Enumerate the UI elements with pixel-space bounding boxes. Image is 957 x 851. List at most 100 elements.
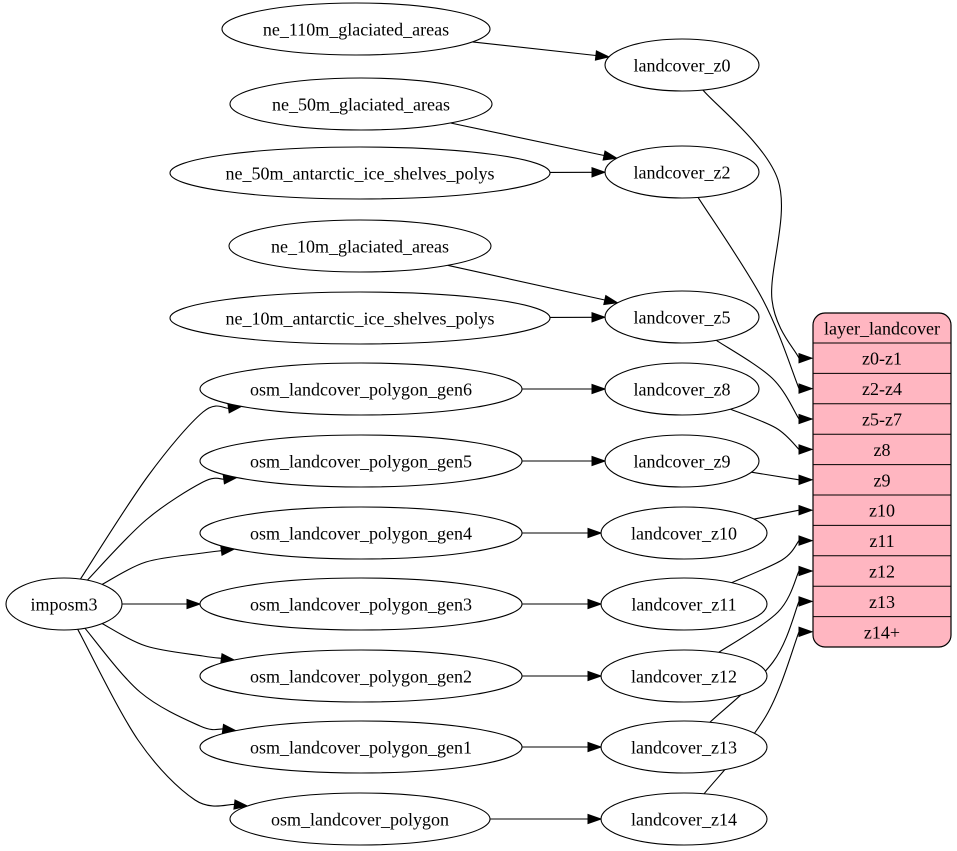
node-landcover_z5-label: landcover_z5 — [634, 308, 731, 328]
node-imposm3-shape — [5, 577, 123, 631]
node-ne_110m_glaciated_areas: ne_110m_glaciated_areas — [221, 2, 491, 56]
node-osm_landcover_polygon_gen6-shape — [199, 362, 523, 416]
arrowhead-icon — [587, 598, 603, 610]
node-osm_landcover_polygon_gen1-shape — [199, 720, 523, 774]
record-node-layer: layer_landcoverz0-z1z2-z4z5-z7z8z9z10z11… — [812, 312, 952, 648]
edge-line — [753, 509, 800, 520]
node-osm_landcover_polygon_gen5-shape — [199, 434, 523, 488]
node-osm_landcover_polygon_gen1: osm_landcover_polygon_gen1 — [199, 720, 523, 774]
edge-imposm3-to-osm_landcover_polygon_gen2 — [101, 623, 236, 664]
edge-landcover_z12-to-layer_landcover-z12 — [718, 565, 814, 653]
node-osm_landcover_polygon_gen2-label: osm_landcover_polygon_gen2 — [250, 667, 472, 687]
record-row-z8-label: z8 — [874, 440, 891, 460]
node-ne_10m_glaciated_areas-shape — [228, 219, 492, 273]
arrowhead-icon — [602, 150, 619, 161]
node-landcover_z10: landcover_z10 — [600, 506, 768, 560]
node-landcover_z14-label: landcover_z14 — [631, 810, 737, 830]
node-landcover_z13-shape — [600, 720, 768, 774]
arrowhead-icon — [798, 352, 814, 364]
node-landcover_z14: landcover_z14 — [600, 792, 768, 846]
node-osm_landcover_polygon_gen3-label: osm_landcover_polygon_gen3 — [250, 595, 472, 615]
edge-ne_110m_glaciated_areas-to-landcover_z0 — [472, 41, 611, 61]
edge-landcover_z5-to-layer_landcover-z5-z7 — [715, 339, 814, 425]
arrowhead-icon — [591, 455, 607, 467]
node-osm_landcover_polygon: osm_landcover_polygon — [229, 792, 491, 846]
edge-osm_landcover_polygon_gen1-to-landcover_z13 — [522, 741, 603, 753]
node-landcover_z9: landcover_z9 — [604, 434, 760, 488]
node-landcover_z8-label: landcover_z8 — [634, 380, 731, 400]
edge-ne_10m_glaciated_areas-to-landcover_z5 — [447, 264, 619, 306]
edge-landcover_z2-to-layer_landcover-z2-z4 — [697, 197, 814, 394]
nodes-layer: imposm3 ne_110m_glaciated_areas ne_50m_gla… — [5, 2, 768, 846]
record-layer_landcover-title: layer_landcover — [824, 319, 940, 339]
arrowhead-icon — [587, 813, 603, 825]
edge-line — [697, 197, 800, 389]
node-osm_landcover_polygon_gen2: osm_landcover_polygon_gen2 — [199, 649, 523, 703]
node-ne_10m_glaciated_areas-label: ne_10m_glaciated_areas — [271, 237, 449, 257]
node-ne_10m_antarctic_ice_shelves_polys: ne_10m_antarctic_ice_shelves_polys — [169, 291, 551, 345]
node-ne_50m_glaciated_areas: ne_50m_glaciated_areas — [229, 77, 493, 131]
node-landcover_z11-shape — [600, 577, 768, 631]
edge-landcover_z8-to-layer_landcover-z8 — [730, 408, 814, 455]
arrowhead-icon — [798, 626, 814, 638]
edge-imposm3-to-osm_landcover_polygon — [77, 629, 249, 810]
arrowhead-icon — [798, 565, 814, 577]
arrowhead-icon — [587, 527, 603, 539]
node-ne_50m_glaciated_areas-shape — [229, 77, 493, 131]
arrowhead-icon — [591, 311, 607, 323]
record-layer_landcover: layer_landcoverz0-z1z2-z4z5-z7z8z9z10z11… — [812, 312, 952, 648]
arrowhead-icon — [603, 294, 619, 306]
node-osm_landcover_polygon-shape — [229, 792, 491, 846]
node-osm_landcover_polygon_gen5: osm_landcover_polygon_gen5 — [199, 434, 523, 488]
node-landcover_z14-shape — [600, 792, 768, 846]
arrowhead-icon — [587, 741, 603, 753]
edge-osm_landcover_polygon_gen6-to-landcover_z8 — [522, 383, 607, 395]
arrowhead-icon — [798, 596, 814, 607]
edge-ne_50m_antarctic_ice_shelves_polys-to-landcover_z2 — [549, 166, 607, 178]
edge-osm_landcover_polygon_gen4-to-landcover_z10 — [522, 527, 603, 539]
arrowhead-icon — [798, 413, 814, 425]
record-row-z9-label: z9 — [874, 470, 891, 490]
node-landcover_z5: landcover_z5 — [604, 290, 760, 344]
record-layer_landcover-shape — [812, 312, 952, 648]
node-ne_50m_antarctic_ice_shelves_polys-shape — [169, 146, 551, 200]
node-osm_landcover_polygon_gen4: osm_landcover_polygon_gen4 — [199, 506, 523, 560]
arrowhead-icon — [798, 444, 814, 455]
edge-line — [472, 41, 596, 57]
node-landcover_z2-label: landcover_z2 — [634, 163, 731, 183]
record-row-z13-label: z13 — [869, 592, 895, 612]
node-ne_10m_antarctic_ice_shelves_polys-shape — [169, 291, 551, 345]
edge-line — [86, 477, 224, 581]
node-osm_landcover_polygon_gen1-label: osm_landcover_polygon_gen1 — [250, 738, 472, 758]
record-row-z12-label: z12 — [869, 562, 895, 582]
node-osm_landcover_polygon_gen6: osm_landcover_polygon_gen6 — [199, 362, 523, 416]
node-landcover_z2-shape — [604, 145, 760, 199]
node-ne_110m_glaciated_areas-label: ne_110m_glaciated_areas — [263, 20, 449, 40]
node-osm_landcover_polygon_gen4-label: osm_landcover_polygon_gen4 — [250, 524, 472, 544]
node-landcover_z12-shape — [600, 649, 768, 703]
node-landcover_z13-label: landcover_z13 — [631, 738, 737, 758]
edge-line — [77, 629, 235, 807]
node-osm_landcover_polygon_gen2-shape — [199, 649, 523, 703]
edge-line — [101, 550, 222, 585]
node-osm_landcover_polygon_gen6-label: osm_landcover_polygon_gen6 — [250, 380, 472, 400]
edge-line — [84, 627, 223, 731]
node-landcover_z10-shape — [600, 506, 768, 560]
arrowhead-icon — [798, 504, 814, 516]
node-ne_110m_glaciated_areas-shape — [221, 2, 491, 56]
record-row-z14+-label: z14+ — [864, 622, 900, 642]
edge-imposm3-to-osm_landcover_polygon_gen6 — [79, 403, 243, 580]
node-landcover_z12: landcover_z12 — [600, 649, 768, 703]
node-imposm3-label: imposm3 — [30, 595, 97, 615]
node-landcover_z2: landcover_z2 — [604, 145, 760, 199]
node-landcover_z8-shape — [604, 362, 760, 416]
record-row-z5-z7-label: z5-z7 — [862, 410, 902, 430]
record-row-z0-z1-label: z0-z1 — [862, 349, 902, 369]
node-landcover_z10-label: landcover_z10 — [631, 524, 737, 544]
edge-line — [450, 122, 605, 157]
arrowhead-icon — [798, 474, 814, 486]
edge-line — [715, 339, 800, 420]
record-row-z11-label: z11 — [869, 531, 894, 551]
